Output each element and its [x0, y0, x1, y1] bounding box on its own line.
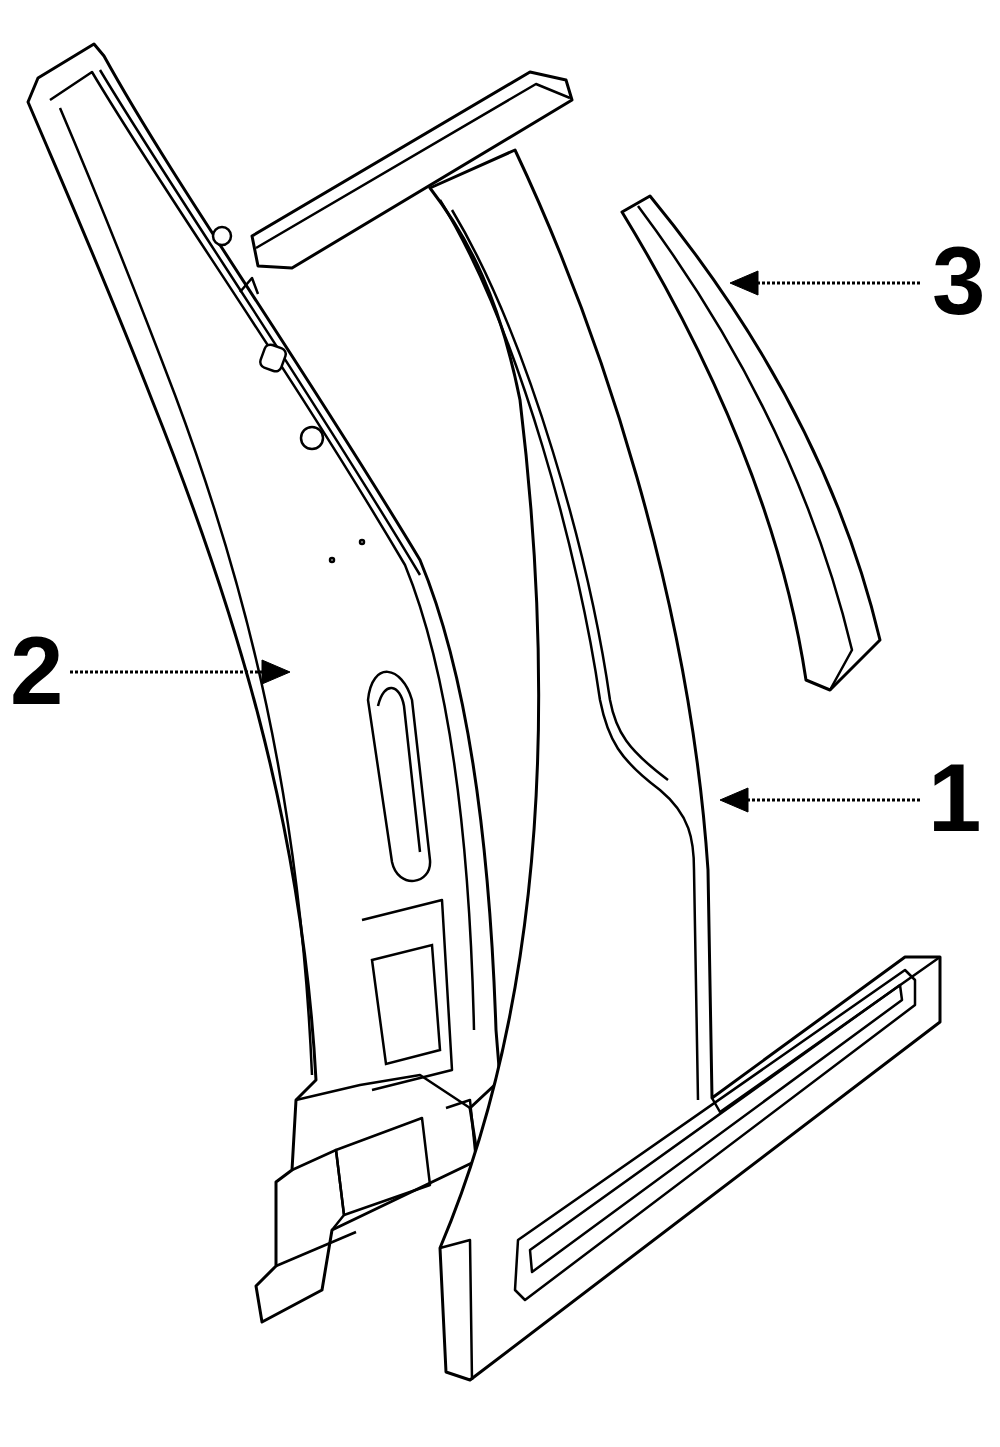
callout-number: 3 — [932, 233, 985, 329]
outer-pillar — [252, 72, 940, 1380]
callout-number: 2 — [10, 623, 63, 719]
leader-lines — [70, 271, 920, 812]
molding-strip — [622, 196, 880, 690]
callout-number: 1 — [928, 750, 981, 846]
